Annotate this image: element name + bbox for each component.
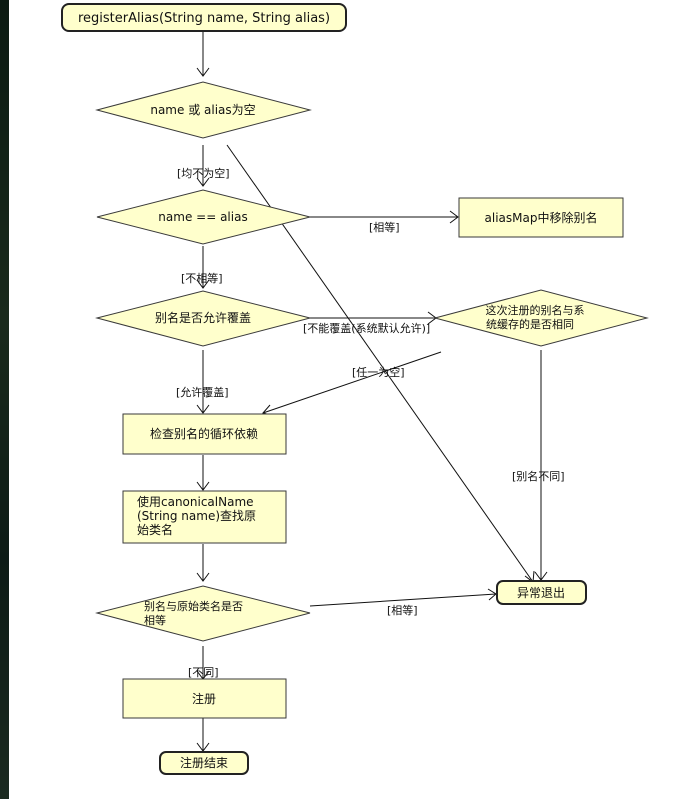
label-allow: [允许覆盖]: [176, 385, 229, 399]
edge-labels: [均不为空] [相等] [不相等] [不能覆盖(系统默认允许)] [任一为空] …: [176, 166, 565, 679]
edge-equal2-to-exit: [309, 593, 497, 607]
label-no-override: [不能覆盖(系统默认允许)]: [303, 321, 430, 335]
start-label: registerAlias(String name, String alias): [78, 11, 330, 26]
label-equal: [相等]: [369, 220, 400, 234]
arrowhead: [196, 279, 210, 289]
allow-override-label: 别名是否允许覆盖: [155, 310, 251, 325]
same-cached-label-line1: 这次注册的别名与系: [486, 303, 585, 317]
same-cached-label-line2: 统缓存的是否相同: [486, 317, 574, 331]
label-neither-empty: [均不为空]: [177, 166, 230, 180]
node-start: registerAlias(String name, String alias): [61, 3, 347, 32]
label-either-empty: [任一为空]: [352, 365, 405, 379]
node-find-canonical: 使用canonicalName (String name)查找原 始类名: [122, 490, 287, 544]
find-canonical-label-line1: 使用canonicalName: [137, 494, 254, 509]
check-equal-label: name == alias: [158, 210, 247, 224]
label-alias-differs: [别名不同]: [512, 469, 565, 483]
edge-same-cached-to-check-cycle: [262, 351, 442, 414]
node-check-cycle: 检查别名的循环依赖: [122, 413, 287, 455]
label-different: [不同]: [188, 666, 219, 679]
remove-alias-label: aliasMap中移除别名: [485, 210, 598, 225]
arrowhead: [196, 572, 210, 582]
check-cycle-label: 检查别名的循环依赖: [150, 426, 258, 441]
label-not-equal: [不相等]: [181, 271, 223, 285]
node-remove-alias: aliasMap中移除别名: [458, 197, 624, 238]
alias-eq-label-line2: 相等: [144, 613, 166, 627]
abnormal-exit-label: 异常退出: [517, 586, 565, 600]
left-edge-strip: [0, 0, 9, 799]
arrowhead: [196, 404, 210, 414]
alias-eq-label-line1: 别名与原始类名是否: [144, 599, 243, 613]
label-equal2: [相等]: [387, 603, 418, 617]
register-label: 注册: [192, 691, 216, 706]
node-check-empty: name 或 alias为空: [95, 81, 312, 139]
node-alias-eq-original: 别名与原始类名是否 相等: [95, 585, 311, 642]
node-allow-override: 别名是否允许覆盖: [95, 290, 311, 347]
node-abnormal-exit: 异常退出: [496, 580, 587, 605]
connectors: [196, 31, 548, 752]
end-label: 注册结束: [180, 755, 228, 770]
arrowhead: [196, 67, 210, 77]
node-end: 注册结束: [159, 751, 249, 775]
arrowhead: [196, 481, 210, 491]
find-canonical-label-line3: 始类名: [137, 522, 173, 537]
find-canonical-label-line2: (String name)查找原: [137, 509, 256, 523]
arrowhead: [449, 210, 459, 224]
check-empty-label: name 或 alias为空: [150, 103, 255, 117]
node-check-equal: name == alias: [96, 189, 311, 245]
node-register: 注册: [122, 678, 287, 719]
node-same-cached: 这次注册的别名与系 统缓存的是否相同: [433, 289, 649, 347]
arrowhead: [196, 177, 210, 187]
